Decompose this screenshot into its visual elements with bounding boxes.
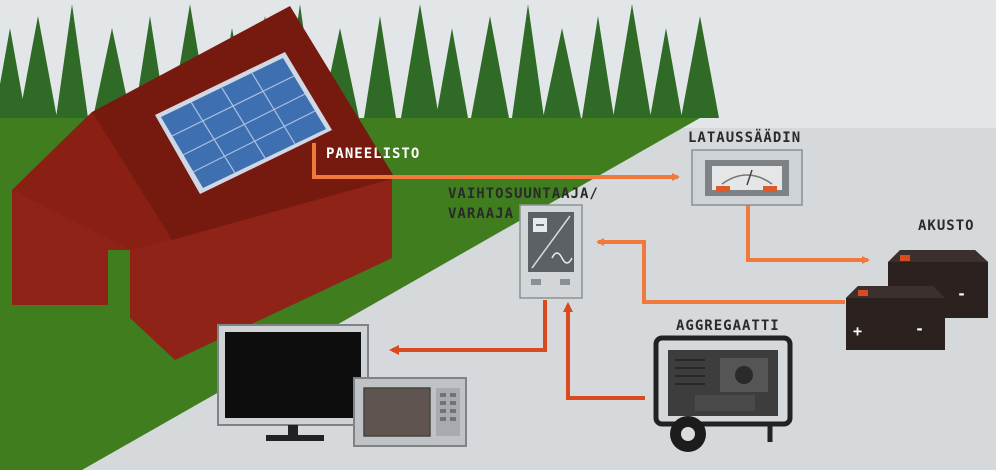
battery-minus-mark-front: -	[915, 320, 926, 338]
arrow-battery-to-inverter	[596, 238, 845, 304]
label-generator: AGGREGAATTI	[676, 318, 780, 334]
power-flow-arrows	[312, 143, 870, 400]
tree	[19, 16, 57, 118]
tree	[471, 16, 509, 118]
tree	[543, 28, 581, 118]
arrow-inverter-to-appliances	[389, 300, 547, 355]
tree	[650, 28, 682, 118]
label-panels: PANEELISTO	[326, 146, 421, 162]
inverter-icon	[519, 204, 583, 299]
arrow-controller-to-battery	[746, 205, 870, 264]
arrow-generator-to-inverter	[563, 302, 645, 400]
microwave-icon	[353, 377, 467, 447]
battery-icon	[846, 250, 988, 350]
label-charge-controller: LATAUSSÄÄDIN	[688, 130, 802, 146]
tree	[582, 16, 614, 118]
tree	[681, 16, 719, 118]
tree	[401, 4, 439, 118]
solar-panel-icon	[155, 52, 332, 194]
charge-controller-icon	[691, 149, 803, 206]
tree	[512, 4, 544, 118]
tree	[93, 28, 131, 118]
tree	[56, 4, 88, 118]
arrow-panels-to-controller	[312, 143, 680, 181]
label-battery-bank: AKUSTO	[918, 218, 975, 234]
tree	[364, 16, 396, 118]
tree	[613, 4, 651, 118]
label-inverter-line1: VAIHTOSUUNTAAJA/	[448, 186, 599, 202]
tree	[436, 28, 468, 118]
battery-plus-mark: +	[853, 322, 864, 340]
tree	[0, 28, 26, 118]
generator-icon	[653, 335, 793, 452]
tv-icon	[217, 324, 369, 441]
label-inverter-line2: VARAAJA	[448, 206, 515, 222]
battery-minus-mark-back: -	[957, 285, 968, 303]
